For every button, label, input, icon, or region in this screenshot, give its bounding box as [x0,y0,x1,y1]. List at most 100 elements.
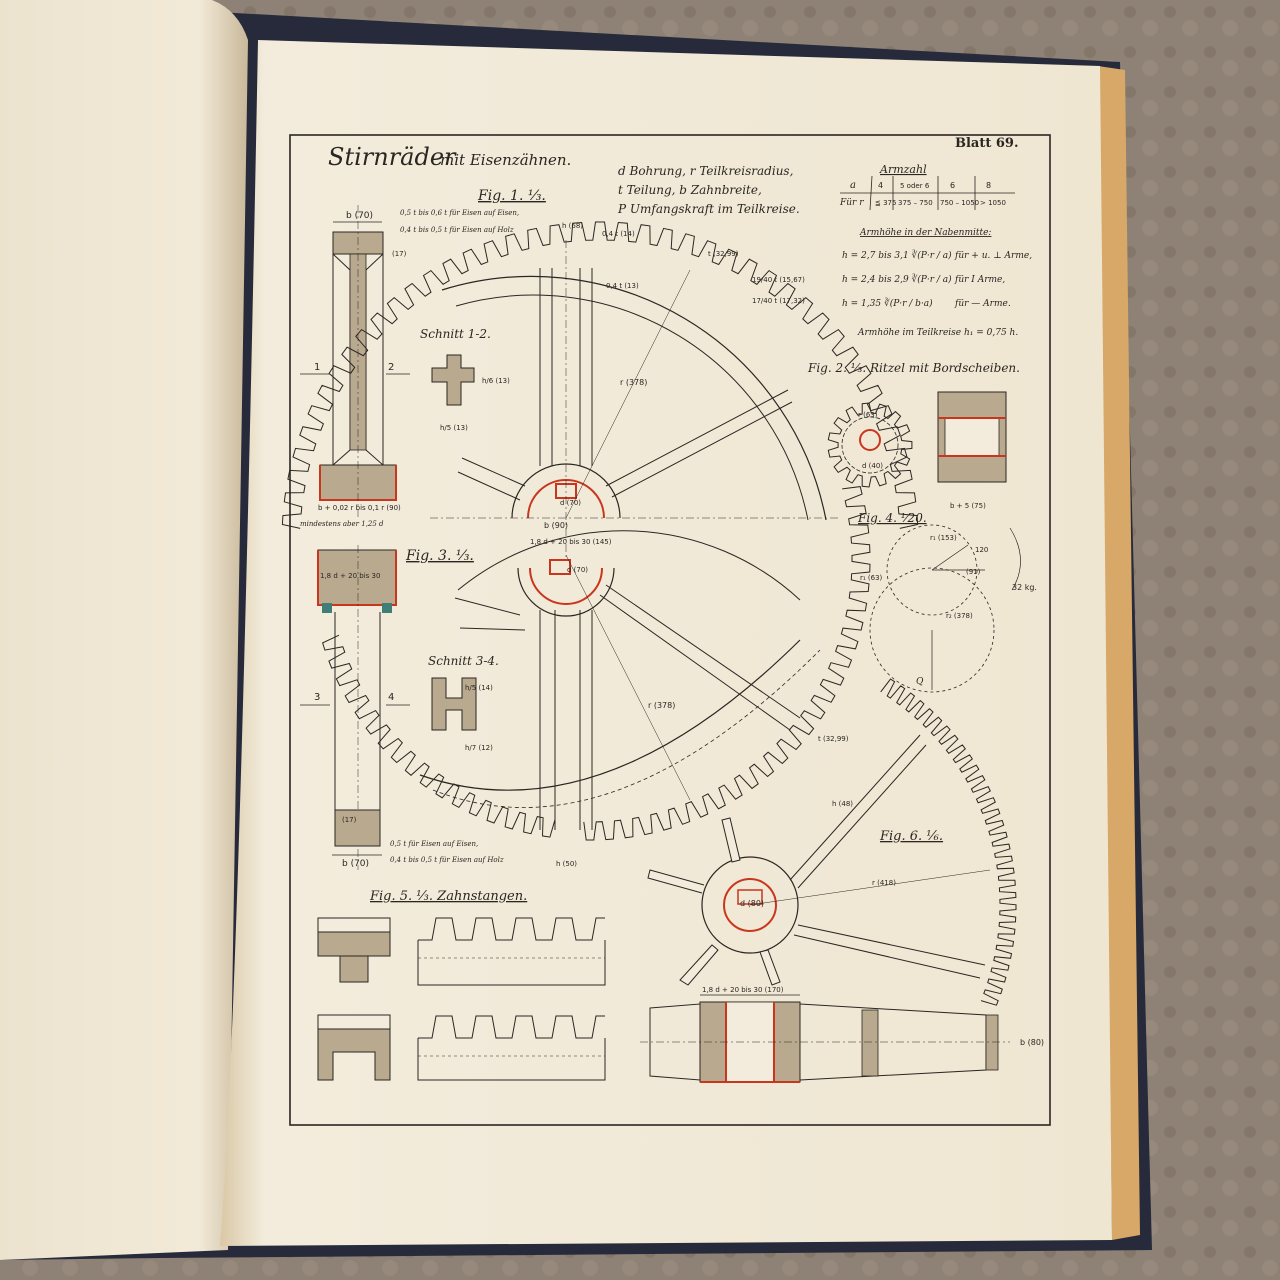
fig3-section: Fig. 3. ⅓. 1,8 d + 20 bis 30 3 4 (17) 0,… [300,545,504,870]
fig1-bottom-note: mindestens aber 1,25 d [300,520,384,528]
lower-gear-tooth-outline-bottom [321,634,556,838]
fig2-dim: b + 5 (75) [950,502,986,510]
formula-1-note: für + u. ⊥ Arme, [954,251,1032,261]
schnitt34-dim-2: h/7 (12) [465,744,493,752]
armzahl-r-4: > 1050 [980,199,1006,207]
fig3-note-1: 0,5 t für Eisen auf Eisen, [390,840,478,848]
fig4-label: Fig. 4. ⅟20. [857,511,927,525]
fig3-h-dim: h (50) [556,860,577,868]
upper-gear-teeth [281,221,919,529]
fig4-q: Q [916,677,924,687]
fig6-h-dim: h (48) [832,800,853,808]
fig3-wheel: d (70) r (378) t (32,99) h (50) [321,486,871,868]
hub-heading: Armhöhe in der Nabenmitte: [859,228,991,238]
lower-gear-teeth [321,486,871,841]
fig1-label: Fig. 1. ⅓. [477,188,546,204]
segment-gear-teeth [880,678,1017,1006]
pinion-tooth-outline [827,402,913,488]
fig3-bore: d (70) [567,566,588,574]
plate-title: Stirnräder [328,143,457,171]
fig1-radius: r (378) [620,378,647,387]
fig5-label: Fig. 5. ⅓. Zahnstangen. [369,889,527,904]
fig4-r2: r₂ (378) [946,612,973,620]
fig1-mark-1: 1 [314,362,320,373]
fig4-r1: r₁ (63) [860,574,883,582]
schnitt34-label: Schnitt 3-4. [428,654,499,668]
fig3-note-2: 0,4 t bis 0,5 t für Eisen auf Holz [390,856,504,864]
fig2-pinion: Fig. 2. ⅓. Ritzel mit Bordscheiben. r (6… [807,361,1020,510]
armzahl-a-1: 4 [878,181,883,190]
formula-1: h = 2,7 bis 3,1 ∛(P·r / a) [842,249,952,261]
fig1-dim-04b: 0,4 t (13) [606,282,639,290]
fig1-hub-b: b (90) [544,521,568,530]
upper-gear-tooth-outline [281,221,919,529]
legend-line-2: t Teilung, b Zahnbreite, [618,183,762,197]
armzahl-table: Armzahl a 4 5 oder 6 6 8 Für r ≦ 375 375… [839,163,1032,338]
fig3-bottom-dim: b (70) [342,859,369,869]
fig1-mark-2: 2 [388,362,394,373]
fig4-diagram: Fig. 4. ⅟20. r₁ (153) 120 (91) r₁ (63) r… [857,511,1037,693]
legend-line-3: P Umfangskraft im Teilkreise. [617,202,800,216]
rim-formula: Armhöhe im Teilkreise h₁ = 0,75 h. [857,328,1018,338]
sheet-label: Blatt 69. [955,136,1019,151]
formula-3-note: für — Arme. [954,299,1011,309]
schnitt12-label: Schnitt 1-2. [420,327,491,341]
fig1-note-top-1: 0,5 t bis 0,6 t für Eisen auf Eisen, [400,209,519,217]
fig4-r-mid: (91) [966,568,981,576]
fig3-mark-4: 4 [388,692,394,703]
armzahl-r-2: 375 – 750 [898,199,933,207]
fig4-r-top: r₁ (153) [930,534,957,542]
fig1-dim-04: 0,4 t (14) [602,230,635,238]
fig3-mark-3: 3 [314,692,320,703]
fig3-dim-17: (17) [342,816,357,824]
armzahl-r-1: ≦ 375 [875,199,896,207]
fig6-label: Fig. 6. ⅙. [879,829,943,844]
formula-2-note: für I Arme, [954,275,1005,285]
fig1-note-top-2: 0,4 t bis 0,5 t für Eisen auf Holz [400,226,514,234]
fig1-dim-h: h (68) [562,222,583,230]
armzahl-heading: Armzahl [879,163,927,176]
fig4-force: 32 kg. [1012,583,1037,592]
fig1-dim-t: t (32,99) [708,250,739,258]
lower-gear-tooth-outline-right [583,486,871,841]
armzahl-row-a-label: a [850,180,856,191]
fig2-bore: d (40) [862,462,883,470]
fig3-dim-t: t (32,99) [818,735,849,743]
fig1-wheel: r (378) h (68) 0,4 t (14) t (32,99) 19/4… [281,221,919,560]
schnitt-3-4: Schnitt 3-4. h/5 (14) h/7 (12) [428,654,499,752]
fig6-hub-dim: 1,8 d + 20 bis 30 (170) [702,986,784,994]
armzahl-a-4: 8 [986,181,991,190]
legend-line-1: d Bohrung, r Teilkreisradius, [618,164,793,178]
formula-3: h = 1,35 ∛(P·r / b·a) [842,297,933,309]
fig5-racks: Fig. 5. ⅓. Zahnstangen. [317,889,606,1081]
armzahl-a-3: 6 [950,181,955,190]
left-page [0,0,248,1260]
armzahl-a-2: 5 oder 6 [900,182,930,190]
fig4-angle: 120 [975,546,988,554]
schnitt12-dim-1: h/6 (13) [482,377,510,385]
schnitt-1-2: Schnitt 1-2. h/6 (13) h/5 (13) [420,327,510,432]
fig1-bore: d (70) [560,499,581,507]
fig6-b-dim: b (80) [1020,1038,1044,1047]
fig6-bore: d (80) [740,899,764,908]
armzahl-r-3: 750 – 1050 [940,199,979,207]
segment-gear-tooth-outline [880,678,1017,1006]
fig3-top-dim: 1,8 d + 20 bis 30 [320,572,380,580]
fig1-dim-teeth-1: 19/40 t (15,67) [752,276,805,284]
armzahl-row-r-label: Für r [839,198,864,208]
pinion-teeth [827,402,913,488]
fig6-wheel: Fig. 6. ⅙. h (48) r (418) d (80) 1,8 d +… [640,678,1044,1083]
schnitt12-dim-2: h/5 (13) [440,424,468,432]
formula-2: h = 2,4 bis 2,9 ∛(P·r / a) [842,273,952,285]
fig1-section: Fig. 1. ⅓. b (70) 0,5 t bis 0,6 t für Ei… [300,188,546,528]
fig3-radius: r (378) [648,701,675,710]
fig1-dim-17: (17) [392,250,407,258]
fig1-dim-teeth-2: 17/40 t (17,32) [752,297,805,305]
fig2-label: Fig. 2. ⅓. Ritzel mit Bordscheiben. [807,361,1020,375]
fig2-radius: r (63) [858,411,878,419]
plate-title-suffix: mit Eisenzähnen. [440,151,571,169]
schnitt34-dim-1: h/5 (14) [465,684,493,692]
fig6-radius: r (418) [872,879,896,887]
fig3-label: Fig. 3. ⅓. [405,548,474,564]
